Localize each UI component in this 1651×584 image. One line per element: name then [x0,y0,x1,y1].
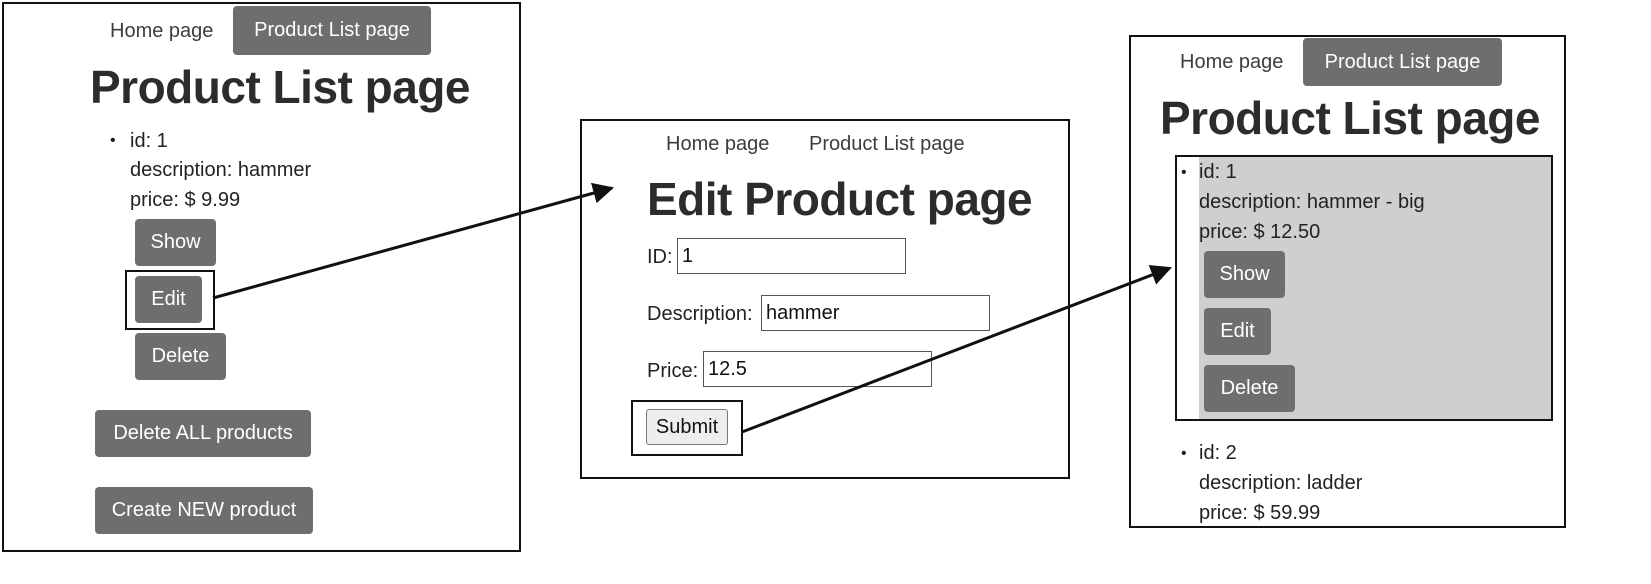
create-new-product-button[interactable]: Create NEW product [95,487,313,534]
description-label: Description: [647,303,753,325]
submit-button[interactable]: Submit [646,409,728,445]
nav-home-link[interactable]: Home page [110,20,214,42]
delete-button[interactable]: Delete [1204,365,1295,412]
edit-highlight-box [125,270,215,330]
nav-product-list-link[interactable]: Product List page [233,6,431,55]
product-description: description: ladder [1199,472,1363,494]
product-price: price: $ 9.99 [130,189,241,211]
product-description: description: hammer [130,159,312,181]
id-input[interactable]: 1 [677,238,906,274]
right-screen: Home page Product List page Product List… [1129,35,1566,528]
list-bullet: • [110,132,116,149]
list-bullet: • [1181,164,1187,181]
submit-to-list-arrow [741,264,1172,434]
left-screen: Home page Product List page Product List… [2,2,521,552]
edit-button[interactable]: Edit [135,276,202,323]
price-label: Price: [647,360,699,382]
show-button[interactable]: Show [135,219,216,266]
page-title: Product List page [1160,92,1540,144]
product-price: price: $ 59.99 [1199,502,1321,524]
list-bullet: • [1181,445,1187,462]
edit-to-form-arrow [212,182,615,300]
product-price: price: $ 12.50 [1199,221,1321,243]
product-id: id: 1 [1199,161,1237,183]
id-label: ID: [647,246,673,268]
product-description: description: hammer - big [1199,191,1425,213]
edit-button[interactable]: Edit [1204,308,1271,355]
nav-home-link[interactable]: Home page [1180,51,1284,73]
nav-product-list-link[interactable]: Product List page [809,133,965,155]
delete-button[interactable]: Delete [135,333,226,380]
show-button[interactable]: Show [1204,251,1285,298]
page-title: Edit Product page [647,173,1033,225]
price-input[interactable]: 12.5 [703,351,932,387]
delete-all-products-button[interactable]: Delete ALL products [95,410,311,457]
nav-home-link[interactable]: Home page [666,133,770,155]
page-title: Product List page [90,61,470,113]
product-id: id: 1 [130,130,168,152]
submit-highlight-box [631,400,743,456]
product-id: id: 2 [1199,442,1237,464]
middle-screen: Home page Product List page Edit Product… [580,119,1070,479]
nav-product-list-link[interactable]: Product List page [1303,38,1502,86]
description-input[interactable]: hammer [761,295,990,331]
updated-product-highlight-box [1175,155,1553,421]
